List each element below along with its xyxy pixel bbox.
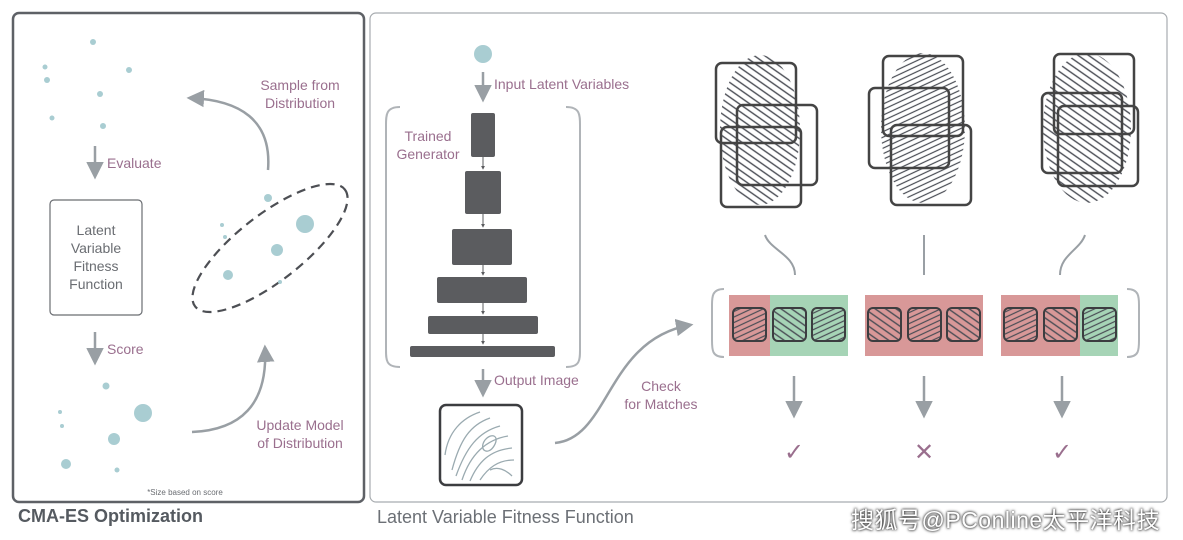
fitness-function-caption: Latent Variable Fitness Function bbox=[377, 507, 634, 527]
fingerprint-icon bbox=[720, 55, 800, 205]
fingerprint-group-3 bbox=[1040, 52, 1140, 203]
evaluate-label: Evaluate bbox=[107, 155, 162, 171]
fingerprint-icon bbox=[1043, 53, 1131, 203]
update-label-line-1: Update Model bbox=[256, 417, 343, 433]
fitness-box-line-2: Variable bbox=[71, 240, 122, 256]
strips-bracket-left bbox=[711, 288, 725, 358]
strips-bracket-right bbox=[1126, 288, 1140, 358]
update-model-arrow bbox=[191, 344, 275, 434]
fitness-function-panel: Input Latent Variables Trained Generator… bbox=[369, 12, 1168, 503]
fitness-box-line-1: Latent bbox=[77, 222, 116, 238]
cross-icon: ✕ bbox=[914, 439, 934, 466]
fingerprint-group-1 bbox=[714, 55, 819, 209]
fitness-panel-border bbox=[369, 12, 1168, 503]
generator-label-line-2: Generator bbox=[396, 146, 459, 162]
scored-dots bbox=[58, 382, 152, 473]
cma-es-caption: CMA-ES Optimization bbox=[18, 506, 203, 526]
check-matches-arrow bbox=[554, 318, 694, 445]
match-strip-3 bbox=[1001, 295, 1118, 356]
watermark: 搜狐号@PConline太平洋科技 bbox=[851, 507, 1161, 533]
check-icon: ✓ bbox=[1052, 439, 1072, 466]
fingerprint-icon bbox=[881, 53, 965, 203]
cma-es-panel: Evaluate Latent Variable Fitness Functio… bbox=[11, 11, 366, 504]
connector-3 bbox=[1059, 234, 1086, 276]
input-label: Input Latent Variables bbox=[494, 76, 629, 92]
generator-bracket-left bbox=[385, 106, 401, 368]
generator-label-line-1: Trained bbox=[405, 128, 452, 144]
score-label: Score bbox=[107, 341, 144, 357]
output-label: Output Image bbox=[494, 372, 579, 388]
sample-dots-top bbox=[42, 39, 132, 129]
sample-arrow bbox=[186, 89, 270, 171]
check-icon: ✓ bbox=[784, 439, 804, 466]
fitness-function-box bbox=[49, 199, 143, 316]
generator-network bbox=[410, 113, 555, 357]
sample-label-line-1: Sample from bbox=[260, 77, 339, 93]
connector-1 bbox=[764, 234, 796, 276]
fitness-box-line-3: Fitness bbox=[73, 258, 118, 274]
distribution-ellipse bbox=[191, 182, 349, 314]
match-strip-2 bbox=[865, 295, 983, 356]
fingerprint-group-2 bbox=[867, 53, 973, 207]
update-label-line-2: of Distribution bbox=[257, 435, 343, 451]
distribution-dots bbox=[220, 194, 314, 284]
check-label-line-2: for Matches bbox=[624, 396, 697, 412]
match-strip-1 bbox=[729, 295, 848, 356]
generator-bracket-right bbox=[565, 106, 581, 368]
output-image bbox=[438, 403, 524, 487]
size-note: *Size based on score bbox=[147, 488, 223, 497]
fitness-box-line-4: Function bbox=[69, 276, 123, 292]
check-label-line-1: Check bbox=[641, 378, 682, 394]
cma-es-panel-border bbox=[11, 11, 366, 504]
input-latent-dot bbox=[474, 45, 492, 63]
sample-label-line-2: Distribution bbox=[265, 95, 335, 111]
